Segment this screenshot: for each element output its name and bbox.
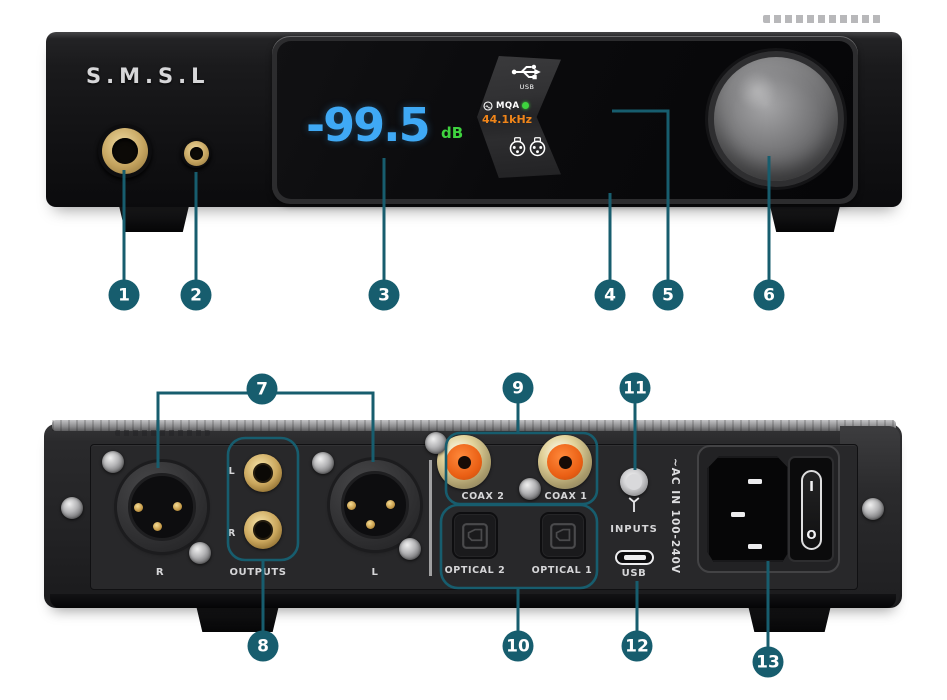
coax-input-1 bbox=[538, 435, 592, 489]
callout-5: 5 bbox=[652, 279, 684, 311]
jack-hole bbox=[112, 138, 138, 164]
mqa-logo-icon bbox=[483, 100, 493, 111]
coax2-label: COAX 2 bbox=[461, 491, 505, 502]
panel-screw bbox=[312, 452, 334, 474]
toslink-icon bbox=[550, 522, 576, 549]
xlr-right-label: R bbox=[155, 567, 165, 578]
sample-rate: 44.1kHz bbox=[482, 113, 533, 126]
headphone-jack-3.5mm bbox=[181, 138, 211, 168]
ac-pin bbox=[748, 544, 762, 549]
xlr-left-label: L bbox=[371, 567, 379, 578]
usb-icon bbox=[511, 64, 541, 80]
optical2-label: OPTICAL 2 bbox=[444, 565, 506, 576]
callout-10: 10 bbox=[502, 630, 534, 662]
coax-hole bbox=[558, 455, 572, 469]
panel-screw bbox=[189, 542, 211, 564]
power-switch: I O bbox=[801, 470, 822, 550]
coax1-label: COAX 1 bbox=[544, 491, 588, 502]
output-mode-icons bbox=[508, 137, 547, 157]
xlr-output-right bbox=[117, 462, 207, 552]
volume-readout: -99.5 bbox=[306, 98, 431, 152]
xlr-connector-icon bbox=[529, 137, 546, 157]
bluetooth-antenna-connector bbox=[620, 468, 648, 496]
optical1-label: OPTICAL 1 bbox=[531, 565, 593, 576]
xlr-pin bbox=[153, 522, 162, 531]
panel-screw bbox=[425, 432, 447, 454]
panel-screw bbox=[519, 478, 541, 500]
switch-on-mark: I bbox=[809, 480, 814, 495]
panel-screw bbox=[399, 538, 421, 560]
ac-rating-label: ~AC IN 100-240V bbox=[669, 458, 681, 574]
usb-icon-label: USB bbox=[519, 83, 535, 91]
callout-9: 9 bbox=[502, 372, 534, 404]
mqa-label: MQA bbox=[496, 100, 520, 111]
back-bottom-edge bbox=[50, 594, 896, 608]
rca-left-label: L bbox=[228, 466, 236, 477]
toslink-icon bbox=[462, 522, 488, 549]
callout-8: 8 bbox=[247, 630, 279, 662]
callout-6: 6 bbox=[753, 279, 785, 311]
xlr-pin bbox=[347, 501, 356, 510]
xlr-output-left bbox=[330, 460, 420, 550]
ac-pin bbox=[748, 479, 762, 484]
rca-output-right bbox=[244, 511, 282, 549]
front-top-engraving bbox=[763, 15, 881, 23]
switch-off-mark: O bbox=[806, 528, 817, 542]
ac-inlet-c14 bbox=[707, 456, 789, 562]
panel-screw bbox=[61, 497, 83, 519]
ac-power-module: I O bbox=[697, 445, 840, 573]
mqa-status-row: MQA bbox=[483, 100, 531, 111]
xlr-pin bbox=[386, 500, 395, 509]
headphone-jack-6.35mm bbox=[98, 124, 152, 178]
rca-output-left bbox=[244, 454, 282, 492]
usb-port-label: USB bbox=[621, 568, 647, 579]
callout-12: 12 bbox=[621, 630, 653, 662]
optical-input-1 bbox=[540, 512, 586, 559]
brand-logo: S.M.S.L bbox=[86, 64, 210, 88]
callout-3: 3 bbox=[368, 279, 400, 311]
jack-hole bbox=[189, 146, 203, 160]
panel-screw bbox=[862, 498, 884, 520]
xlr-connector-icon bbox=[509, 137, 526, 157]
xlr-pin bbox=[173, 502, 182, 511]
panel-divider bbox=[429, 460, 432, 576]
back-top-rim bbox=[52, 420, 896, 431]
ac-pin bbox=[731, 512, 745, 517]
inputs-label: INPUTS bbox=[610, 524, 658, 535]
volume-knob bbox=[708, 51, 844, 187]
mqa-status-dot bbox=[522, 102, 530, 109]
xlr-pin bbox=[366, 520, 375, 529]
back-engraving bbox=[115, 430, 210, 436]
callout-13: 13 bbox=[752, 646, 784, 678]
rca-right-label: R bbox=[228, 528, 236, 539]
optical-input-2 bbox=[452, 512, 498, 559]
coax-hole bbox=[457, 455, 471, 469]
antenna-icon bbox=[628, 497, 640, 512]
power-switch-recess: I O bbox=[788, 456, 834, 562]
volume-unit: dB bbox=[441, 124, 464, 142]
callout-11: 11 bbox=[619, 372, 651, 404]
callout-1: 1 bbox=[108, 279, 140, 311]
callout-7: 7 bbox=[246, 373, 278, 405]
callout-4: 4 bbox=[594, 279, 626, 311]
callout-2: 2 bbox=[180, 279, 212, 311]
outputs-label: OUTPUTS bbox=[229, 567, 287, 578]
usb-c-port bbox=[615, 550, 654, 565]
xlr-pin bbox=[134, 503, 143, 512]
panel-screw bbox=[102, 451, 124, 473]
